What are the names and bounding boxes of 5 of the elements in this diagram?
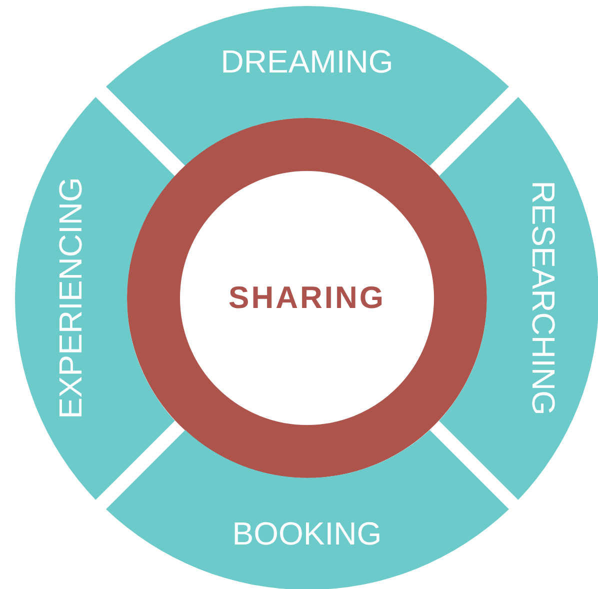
segment-label: RESEARCHING (524, 180, 562, 416)
segment-label: BOOKING (232, 515, 382, 552)
segment-label: DREAMING (220, 44, 394, 80)
segment-label: EXPERIENCING (52, 177, 90, 419)
center-label: SHARING (228, 280, 386, 316)
